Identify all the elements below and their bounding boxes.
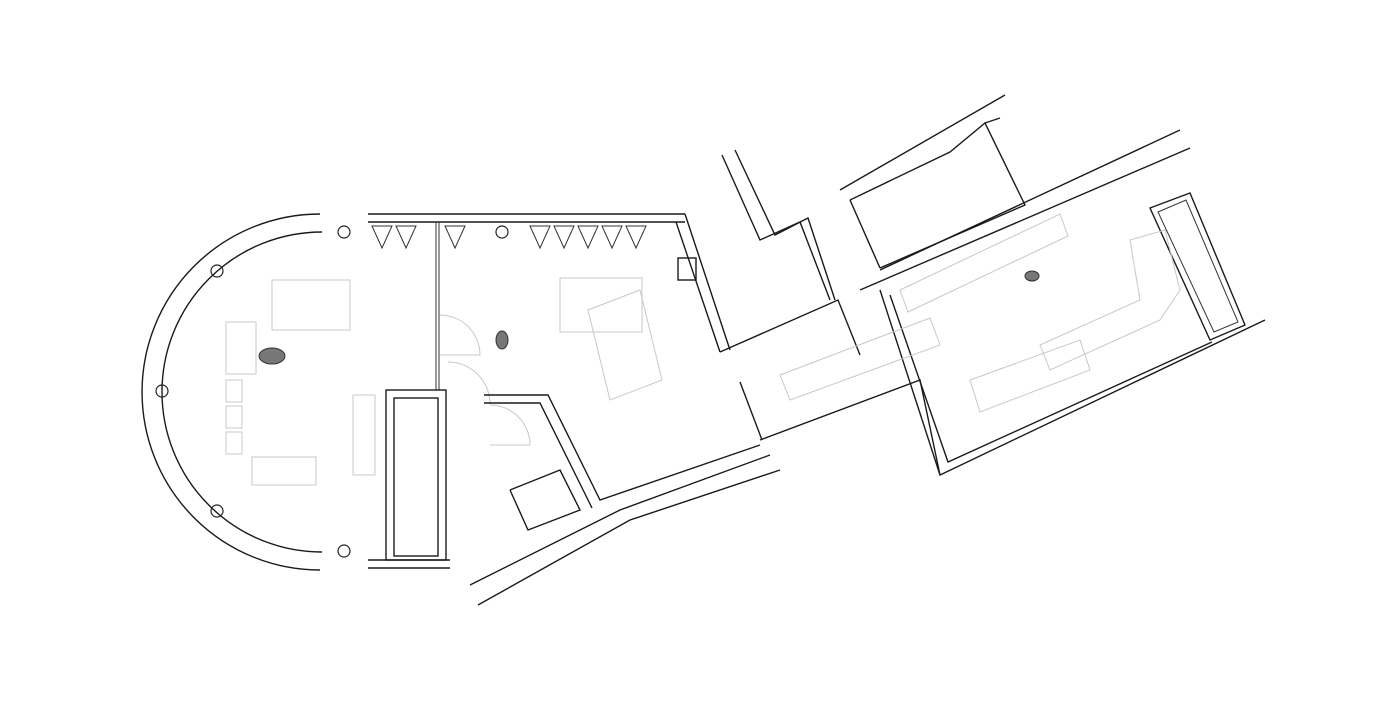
rounded-room-walls xyxy=(141,213,685,571)
window-panel xyxy=(529,225,551,250)
window-panel xyxy=(577,225,599,250)
window-panel xyxy=(395,225,417,250)
furniture xyxy=(225,277,663,486)
people-figures xyxy=(258,270,1040,365)
window-panel xyxy=(553,225,575,250)
window-panel xyxy=(371,225,393,250)
east-building-walls xyxy=(759,94,1266,476)
folding-windows xyxy=(371,225,647,250)
window-panel xyxy=(444,225,466,250)
window-panel xyxy=(625,225,647,250)
window-panel xyxy=(601,225,623,250)
middle-walls xyxy=(469,149,861,606)
kitchen-furniture xyxy=(779,213,1181,413)
columns xyxy=(155,225,509,558)
